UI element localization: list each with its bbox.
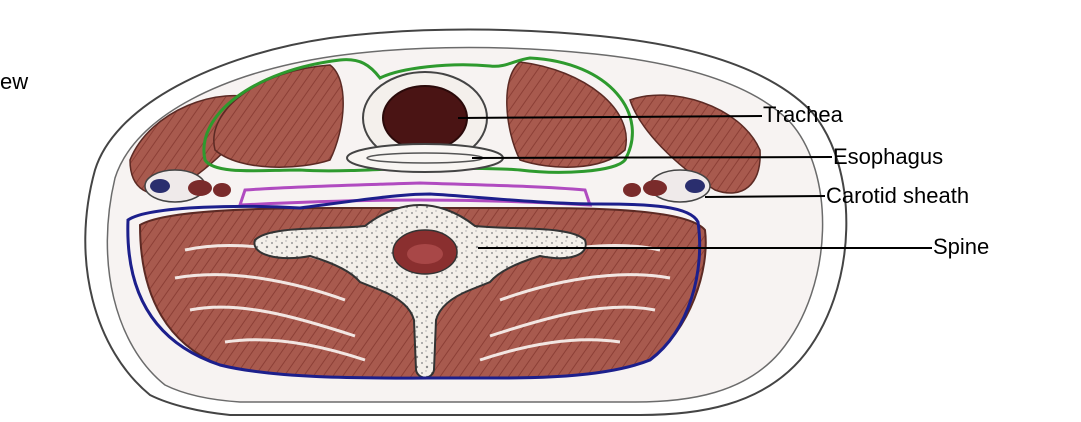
- esophagus-leader-line: [472, 157, 832, 158]
- spinal-cord: [407, 244, 443, 264]
- label-trachea: Trachea: [763, 103, 843, 127]
- label-carotid-sheath: Carotid sheath: [826, 184, 969, 208]
- cropped-title-fragment: ew: [0, 70, 28, 94]
- carotid-sheath-leader-line: [705, 196, 825, 197]
- label-spine: Spine: [933, 235, 989, 259]
- label-esophagus: Esophagus: [833, 145, 943, 169]
- trachea-lumen: [383, 86, 467, 150]
